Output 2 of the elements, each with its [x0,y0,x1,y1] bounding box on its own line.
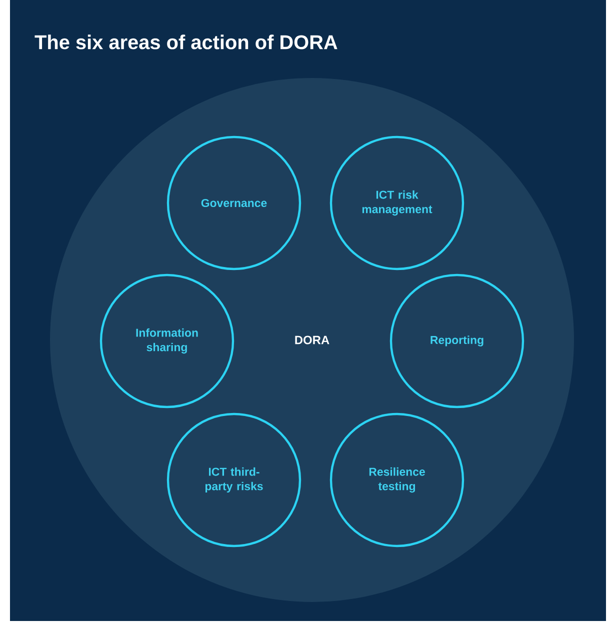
title: The six areas of action of DORA [34,34,338,50]
center-label: DORA [295,336,330,344]
